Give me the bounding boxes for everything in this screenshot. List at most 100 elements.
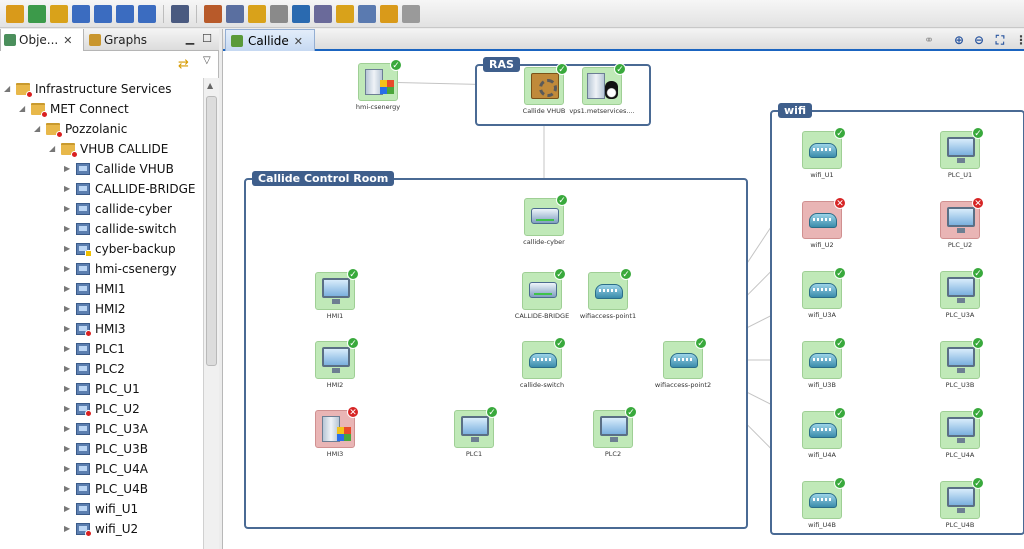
tree-scrollbar[interactable]: ▲ <box>203 78 219 549</box>
tree-item[interactable]: ▶PLC_U2 <box>0 399 203 419</box>
report-icon[interactable] <box>72 4 90 23</box>
map-node-plc2[interactable]: ✓PLC2 <box>578 406 648 470</box>
collapsed-arrow-icon[interactable]: ▶ <box>64 244 71 253</box>
tree-item[interactable]: ▶HMI2 <box>0 299 203 319</box>
node-tile[interactable]: ✓ <box>940 337 984 379</box>
node-tile[interactable]: ✕ <box>940 197 984 239</box>
tree-item[interactable]: ▶callide-switch <box>0 219 203 239</box>
map-node-plc1[interactable]: ✓PLC1 <box>439 406 509 470</box>
tab-callide[interactable]: Callide✕ <box>225 29 315 51</box>
map-node-callide-switch[interactable]: ✓callide-switch <box>507 337 577 401</box>
collapsed-arrow-icon[interactable]: ▶ <box>64 284 71 293</box>
scrollbar-thumb[interactable] <box>206 96 217 366</box>
link-icon[interactable]: ⚭ <box>923 33 935 47</box>
map-node-callide-vhub[interactable]: ✓Callide VHUB <box>509 63 579 127</box>
collapsed-arrow-icon[interactable]: ▶ <box>64 364 71 373</box>
map-node-wifi_u3a[interactable]: ✓wifi_U3A <box>787 267 857 331</box>
node-tile[interactable]: ✓ <box>802 477 846 519</box>
node-tile[interactable]: ✓ <box>593 406 637 448</box>
node-tile[interactable]: ✓ <box>802 127 846 169</box>
zoom-in-icon[interactable]: ⊕ <box>953 33 965 47</box>
sync-icon[interactable]: ⇄ <box>178 57 189 72</box>
tree-item[interactable]: ◢Pozzolanic <box>0 119 203 139</box>
close-icon[interactable]: ✕ <box>293 35 303 48</box>
tab-graphs[interactable]: Graphs <box>86 29 166 51</box>
node-tile[interactable]: ✓ <box>802 407 846 449</box>
map-node-plc_u2[interactable]: ✕PLC_U2 <box>925 197 995 261</box>
map-node-plc_u3b[interactable]: ✓PLC_U3B <box>925 337 995 401</box>
node-tile[interactable]: ✓ <box>940 127 984 169</box>
report-run-icon[interactable] <box>116 4 134 23</box>
collapsed-arrow-icon[interactable]: ▶ <box>64 504 71 513</box>
collapsed-arrow-icon[interactable]: ▶ <box>64 324 71 333</box>
group-wifi[interactable]: wifi <box>770 103 1024 535</box>
copy-icon[interactable] <box>270 4 288 23</box>
tree-icon[interactable] <box>28 4 46 23</box>
tree-item[interactable]: ▶callide-cyber <box>0 199 203 219</box>
node-tile[interactable]: ✓ <box>524 63 568 105</box>
more-icon[interactable]: ⋮ <box>1015 33 1024 47</box>
map-node-callide-bridge[interactable]: ✓CALLIDE-BRIDGE <box>507 268 577 332</box>
collapsed-arrow-icon[interactable]: ▶ <box>64 204 71 213</box>
expanded-arrow-icon[interactable]: ◢ <box>19 104 26 113</box>
report-edit-icon[interactable] <box>94 4 112 23</box>
node-tile[interactable]: ✓ <box>358 59 402 101</box>
tree-item[interactable]: ▶PLC1 <box>0 339 203 359</box>
report-add-icon[interactable] <box>138 4 156 23</box>
tree-item[interactable]: ◢Infrastructure Services <box>0 79 203 99</box>
tree-item[interactable]: ▶PLC_U3B <box>0 439 203 459</box>
tree-item[interactable]: ▶PLC_U1 <box>0 379 203 399</box>
collapsed-arrow-icon[interactable]: ▶ <box>64 164 71 173</box>
broom-icon[interactable] <box>6 4 24 23</box>
collapsed-arrow-icon[interactable]: ▶ <box>64 344 71 353</box>
window-icon[interactable] <box>358 4 376 23</box>
map-node-wifi_u4b[interactable]: ✓wifi_U4B <box>787 477 857 541</box>
expanded-arrow-icon[interactable]: ◢ <box>34 124 41 133</box>
node-tile[interactable]: ✓ <box>454 406 498 448</box>
tree-item[interactable]: ▶PLC_U3A <box>0 419 203 439</box>
scroll-up-icon[interactable]: ▲ <box>207 81 214 90</box>
node-tile[interactable]: ✓ <box>582 63 626 105</box>
graph-icon[interactable] <box>292 4 310 23</box>
expanded-arrow-icon[interactable]: ◢ <box>4 84 11 93</box>
node-tile[interactable]: ✓ <box>663 337 707 379</box>
collapsed-arrow-icon[interactable]: ▶ <box>64 404 71 413</box>
grid-icon[interactable] <box>204 4 222 23</box>
node-tile[interactable]: ✓ <box>522 268 566 310</box>
node-tile[interactable]: ✓ <box>802 337 846 379</box>
network-icon[interactable] <box>336 4 354 23</box>
tree-item[interactable]: ▶HMI1 <box>0 279 203 299</box>
map-node-wifi_u4a[interactable]: ✓wifi_U4A <box>787 407 857 471</box>
expanded-arrow-icon[interactable]: ◢ <box>49 144 56 153</box>
document-icon[interactable] <box>402 4 420 23</box>
fit-view-icon[interactable]: ⛶ <box>995 33 1005 47</box>
map-node-plc_u1[interactable]: ✓PLC_U1 <box>925 127 995 191</box>
tree-item[interactable]: ▶CALLIDE-BRIDGE <box>0 179 203 199</box>
tree-item[interactable]: ◢MET Connect <box>0 99 203 119</box>
tree-item[interactable]: ▶wifi_U1 <box>0 499 203 519</box>
map-node-plc_u4b[interactable]: ✓PLC_U4B <box>925 477 995 541</box>
map-node-ap1[interactable]: ✓wifiaccess-point1 <box>573 268 643 332</box>
map-node-vps1[interactable]: ✓vps1.metservices.... <box>567 63 637 127</box>
tree-item[interactable]: ▶cyber-backup <box>0 239 203 259</box>
collapsed-arrow-icon[interactable]: ▶ <box>64 484 71 493</box>
tree-item[interactable]: ▶HMI3 <box>0 319 203 339</box>
node-tile[interactable]: ✓ <box>940 477 984 519</box>
map-node-hmi1[interactable]: ✓HMI1 <box>300 268 370 332</box>
tree-item[interactable]: ▶PLC2 <box>0 359 203 379</box>
node-tile[interactable]: ✕ <box>802 197 846 239</box>
tab-objects[interactable]: Obje...✕ <box>0 29 84 51</box>
map-node-hmi2[interactable]: ✓HMI2 <box>300 337 370 401</box>
tree-item[interactable]: ▶PLC_U4B <box>0 479 203 499</box>
map-node-hmi-csenergy[interactable]: ✓hmi-csenergy <box>343 59 413 123</box>
node-tile[interactable]: ✓ <box>315 268 359 310</box>
map-node-plc_u3a[interactable]: ✓PLC_U3A <box>925 267 995 331</box>
folder-icon[interactable] <box>248 4 266 23</box>
list-icon[interactable] <box>226 4 244 23</box>
node-tile[interactable]: ✓ <box>940 407 984 449</box>
collapsed-arrow-icon[interactable]: ▶ <box>64 524 71 533</box>
user-icon[interactable] <box>380 4 398 23</box>
node-tile[interactable]: ✓ <box>588 268 632 310</box>
map-node-wifi_u3b[interactable]: ✓wifi_U3B <box>787 337 857 401</box>
map-node-plc_u4a[interactable]: ✓PLC_U4A <box>925 407 995 471</box>
